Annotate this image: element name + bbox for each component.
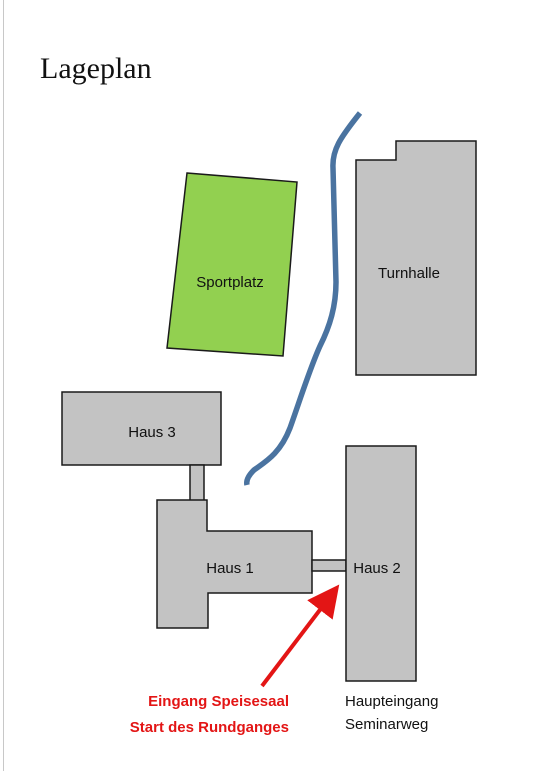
entrance-arrow (260, 584, 340, 688)
turnhalle-building (355, 140, 477, 376)
page-edge (3, 0, 4, 771)
entrance-label-line1: Eingang Speisesaal (148, 693, 289, 710)
sportplatz-label: Sportplatz (196, 274, 264, 291)
haus3-label: Haus 3 (128, 424, 176, 441)
sportplatz-field (166, 172, 298, 357)
haus1-label: Haus 1 (206, 560, 254, 577)
connector-haus1-haus2 (311, 559, 347, 572)
entrance-label-line2: Start des Rundganges (130, 719, 289, 736)
haus2-building (345, 445, 417, 682)
haus2-label: Haus 2 (353, 560, 401, 577)
main-entrance-label-line2: Seminarweg (345, 716, 428, 733)
turnhalle-label: Turnhalle (378, 265, 440, 282)
main-entrance-label-line1: Haupteingang (345, 693, 438, 710)
river (244, 111, 363, 486)
haus3-building (61, 391, 222, 466)
connector-haus3-haus1 (189, 464, 205, 502)
page-title: Lageplan (40, 52, 152, 85)
